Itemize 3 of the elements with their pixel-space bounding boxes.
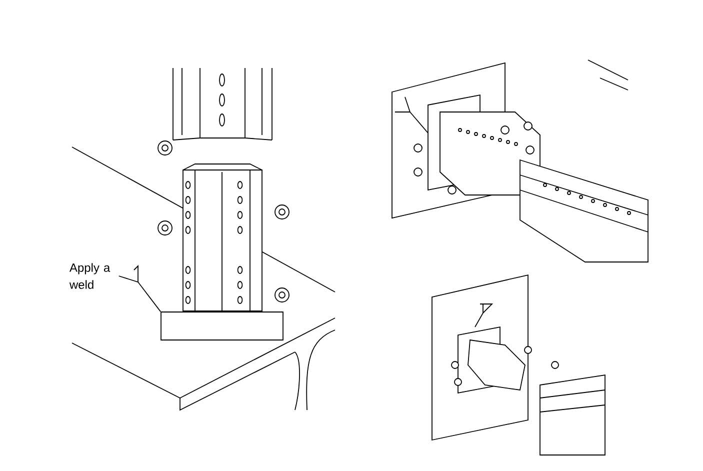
callout-text: Apply a weld — [69, 263, 110, 289]
weld-leader-line — [118, 264, 161, 312]
base-plate — [160, 312, 284, 340]
